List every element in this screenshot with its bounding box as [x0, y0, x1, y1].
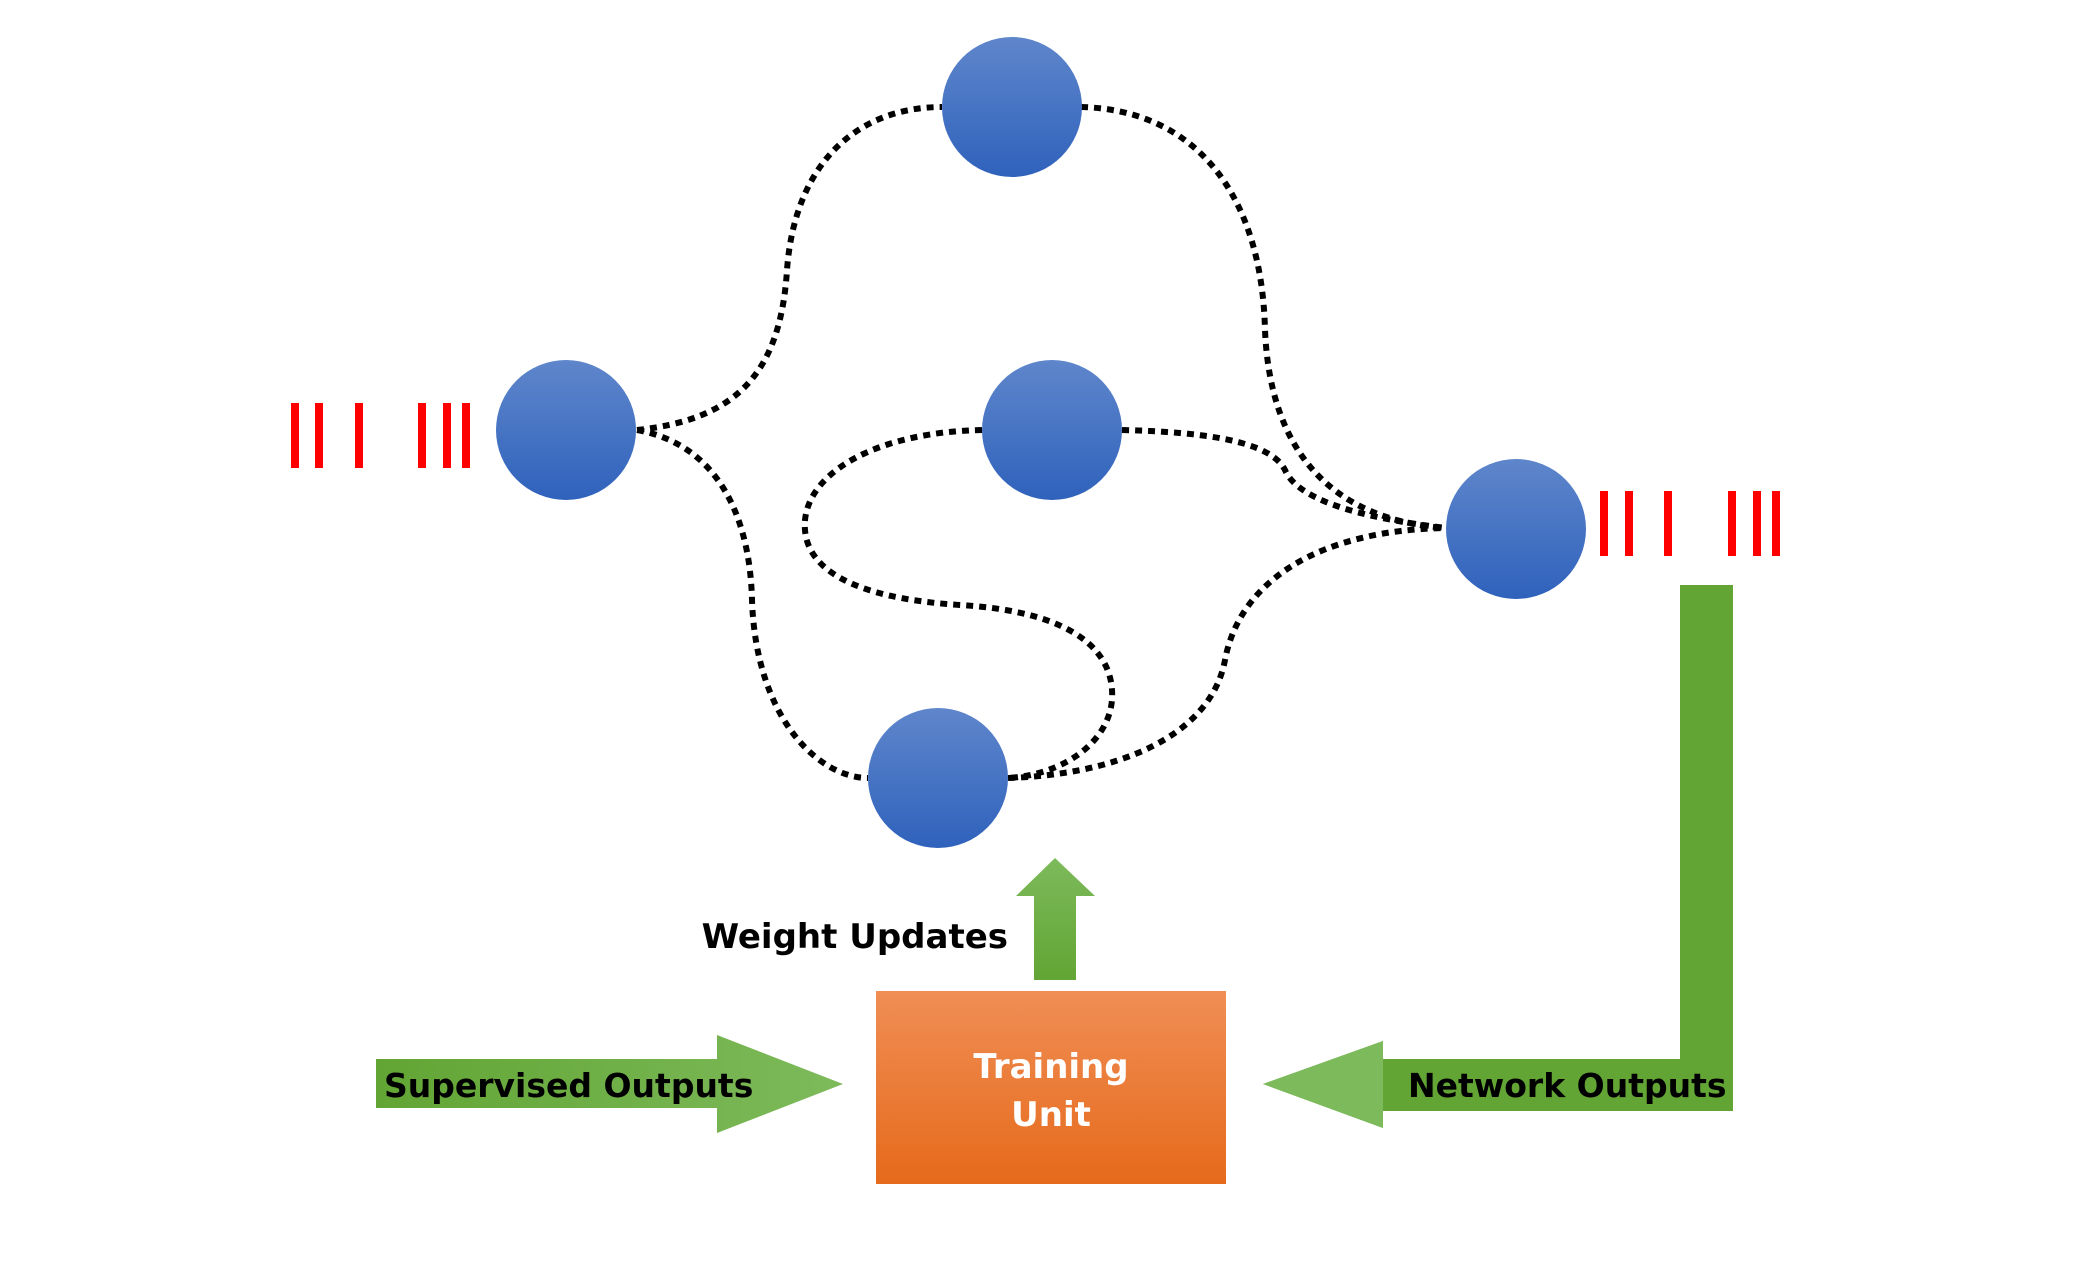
spike: [1772, 491, 1780, 556]
neuron-output: [1446, 459, 1586, 599]
spike: [1664, 491, 1672, 556]
weight-updates-label: Weight Updates: [702, 917, 1008, 957]
training-unit-label-line1: Training: [973, 1047, 1128, 1087]
connection-hidden-middle-to-output: [1121, 427, 1447, 531]
neuron-hidden-middle: [982, 360, 1122, 500]
output-spike-train-icon: [1600, 491, 1780, 556]
training-unit-label-line2: Unit: [1011, 1095, 1091, 1135]
connection-hidden-bottom-to-output: [1007, 525, 1447, 781]
connections: [636, 104, 1447, 781]
weight-updates-arrow-icon: [1016, 858, 1095, 980]
connection-input-to-hidden-bottom: [636, 427, 869, 781]
spike: [443, 403, 451, 468]
spike: [1753, 491, 1761, 556]
neuron-input: [496, 360, 636, 500]
spike: [1600, 491, 1608, 556]
spike: [1625, 491, 1633, 556]
neuron-hidden-bottom: [868, 708, 1008, 848]
spike: [1728, 491, 1736, 556]
spike: [418, 403, 426, 468]
network-outputs-arrowhead-shade: [1263, 1041, 1383, 1128]
neuron-hidden-top: [942, 37, 1082, 177]
spike: [355, 403, 363, 468]
network-outputs-arrow-icon: [1263, 585, 1733, 1128]
spike: [462, 403, 470, 468]
spike: [291, 403, 299, 468]
network-outputs-label: Network Outputs: [1408, 1066, 1727, 1105]
training-unit: Training Unit: [876, 991, 1226, 1184]
connection-hidden-middle-to-hidden-bottom: [801, 427, 1116, 781]
connection-input-to-hidden-top: [636, 104, 943, 433]
connection-hidden-top-to-output: [1080, 104, 1447, 531]
supervised-outputs-arrow-icon: [376, 1035, 843, 1133]
input-spike-train-icon: [291, 403, 470, 468]
supervised-outputs-label: Supervised Outputs: [384, 1066, 753, 1105]
training-unit-box: [876, 991, 1226, 1184]
spike: [315, 403, 323, 468]
